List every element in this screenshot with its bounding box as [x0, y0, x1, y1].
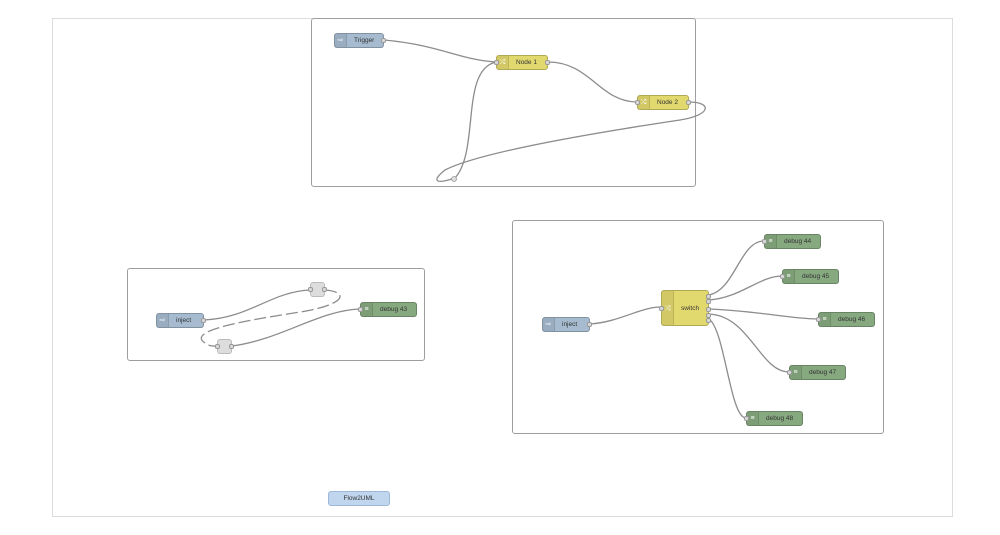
switch-input-port[interactable] — [659, 306, 664, 311]
switch-label: switch — [681, 304, 700, 312]
flow2uml-label: Flow2UML — [343, 495, 375, 502]
link-bottom-output-port[interactable] — [229, 344, 234, 349]
inject-arrow-icon: ⇨ — [543, 318, 555, 331]
debug45-node[interactable]: ≡ debug 45 — [780, 269, 839, 284]
inject-arrow-icon: ⇨ — [335, 34, 347, 47]
node1-output-port[interactable] — [545, 60, 550, 65]
debug47-input-port[interactable] — [787, 370, 792, 375]
node2-node[interactable]: ⤮ Node 2 — [635, 95, 691, 110]
debug-list-icon: ≡ — [819, 313, 831, 326]
debug43-input-port[interactable] — [358, 307, 363, 312]
debug-list-icon: ≡ — [765, 235, 777, 248]
node2-output-port[interactable] — [686, 100, 691, 105]
debug-list-icon: ≡ — [783, 270, 795, 283]
shuffle-icon: ⤮ — [638, 96, 650, 109]
debug44-node[interactable]: ≡ debug 44 — [762, 234, 821, 249]
trigger-output-port[interactable] — [381, 38, 386, 43]
link-top-output-port[interactable] — [322, 287, 327, 292]
switch-output-port-2[interactable] — [706, 299, 711, 304]
switch-output-port-5[interactable] — [706, 318, 711, 323]
debug43-node[interactable]: ≡ debug 43 — [358, 302, 417, 317]
switch-output-port-3[interactable] — [706, 307, 711, 312]
debug46-node[interactable]: ≡ debug 46 — [816, 312, 875, 327]
node2-label: Node 2 — [657, 99, 678, 106]
inject-right-output-port[interactable] — [587, 322, 592, 327]
debug45-label: debug 45 — [802, 273, 830, 280]
debug47-node[interactable]: ≡ debug 47 — [787, 365, 846, 380]
debug46-label: debug 46 — [838, 316, 866, 323]
shuffle-icon: ⤮ — [497, 56, 509, 69]
debug47-label: debug 47 — [809, 369, 837, 376]
trigger-node[interactable]: ⇨ Trigger — [334, 33, 386, 48]
link-top-input-port[interactable] — [308, 287, 313, 292]
inject-left-label: inject — [176, 317, 192, 324]
debug-list-icon: ≡ — [747, 412, 759, 425]
debug48-input-port[interactable] — [744, 416, 749, 421]
node2-input-port[interactable] — [635, 100, 640, 105]
flow2uml-node[interactable]: Flow2UML — [328, 491, 390, 506]
debug48-node[interactable]: ≡ debug 48 — [744, 411, 803, 426]
link-out-node-top[interactable] — [308, 282, 327, 297]
link-bottom-input-port[interactable] — [215, 344, 220, 349]
trigger-label: Trigger — [354, 37, 375, 44]
debug46-input-port[interactable] — [816, 317, 821, 322]
inject-left-output-port[interactable] — [201, 318, 206, 323]
debug-list-icon: ≡ — [790, 366, 802, 379]
debug44-input-port[interactable] — [762, 239, 767, 244]
debug48-label: debug 48 — [766, 415, 794, 422]
switch-node[interactable]: ⤨ switch — [659, 290, 711, 326]
inject-right-label: inject — [562, 321, 578, 328]
switch-icon: ⤨ — [662, 291, 674, 325]
node1-input-port[interactable] — [494, 60, 499, 65]
switch-output-port-1[interactable] — [706, 294, 711, 299]
link-in-node-bottom[interactable] — [215, 339, 234, 354]
debug45-input-port[interactable] — [780, 274, 785, 279]
switch-output-port-4[interactable] — [706, 313, 711, 318]
debug44-label: debug 44 — [784, 238, 812, 245]
debug43-label: debug 43 — [380, 306, 408, 313]
inject-right-node[interactable]: ⇨ inject — [542, 317, 592, 332]
inject-arrow-icon: ⇨ — [157, 314, 169, 327]
node1-label: Node 1 — [516, 59, 537, 66]
debug-list-icon: ≡ — [361, 303, 373, 316]
node1-node[interactable]: ⤮ Node 1 — [494, 55, 550, 70]
inject-left-node[interactable]: ⇨ inject — [156, 313, 206, 328]
